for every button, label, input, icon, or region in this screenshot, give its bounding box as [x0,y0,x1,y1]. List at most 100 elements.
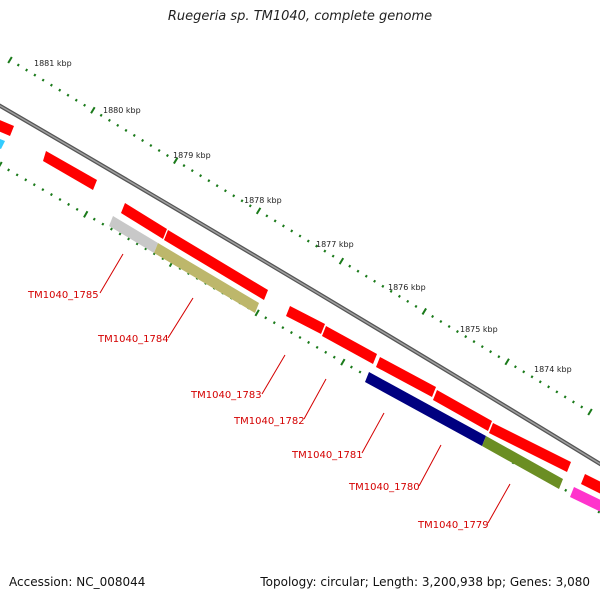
gene-label-1782[interactable]: TM1040_1782 [233,416,305,427]
gene-forward-10[interactable] [581,474,600,494]
inner-tick [307,340,311,344]
label-leaders [99,253,511,524]
scale-tick [406,299,410,303]
scale-tick [381,284,385,288]
scale-tick [455,329,459,334]
gene-forward-5[interactable] [286,306,325,334]
inner-tick [7,168,11,172]
inner-tick [0,161,3,168]
gene-forward-1[interactable] [0,118,14,136]
scale-tick [66,93,70,97]
scale-tick [207,179,211,183]
inner-tick [340,358,346,366]
inner-tick [109,227,113,231]
gene-labels: TM1040_1785 TM1040_1784 TM1040_1783 TM10… [27,290,489,531]
inner-tick [264,316,268,320]
gene-label-1783[interactable]: TM1040_1783 [190,390,262,401]
scale-tick [364,274,368,278]
inner-tick [24,178,28,182]
inner-tick [32,183,36,187]
scale-tick [255,207,262,215]
scale-label: 1881 kbp [34,59,72,68]
scale-tick [74,98,78,102]
scale-tick [83,103,87,107]
inner-tick [83,210,89,218]
scale-tick [489,350,493,354]
scale-tick [563,395,567,399]
gene-label-1785[interactable]: TM1040_1785 [27,290,99,301]
scale-tick [323,249,327,253]
scale-tick [439,319,443,324]
gene-label-1781[interactable]: TM1040_1781 [291,450,363,461]
scale-label: 1879 kbp [173,151,211,160]
inner-tick [118,232,122,236]
forward-genes [0,118,600,494]
gene-magenta[interactable] [570,487,600,512]
scale-tick [472,340,476,344]
gene-forward-7[interactable] [376,357,436,397]
scale-tick [173,157,179,165]
scale-tick [414,304,418,308]
scale-tick [522,370,526,374]
scale-label: 1876 kbp [388,283,426,292]
gene-forward-6[interactable] [322,326,377,364]
gene-label-1779[interactable]: TM1040_1779 [417,520,489,531]
accession-text: Accession: NC_008044 [9,575,146,589]
gene-forward-4[interactable] [164,230,268,300]
inner-tick [92,217,96,221]
scale-tick [132,133,136,137]
gene-forward-2[interactable] [43,151,97,190]
scale-tick [530,375,534,379]
scale-tick [116,123,120,127]
scale-tick [513,365,517,369]
inner-tick [298,335,302,340]
gene-forward-8[interactable] [433,390,492,431]
inner-tick [564,488,568,492]
inner-tick [289,331,293,335]
scale-tick [149,143,153,148]
genome-summary-text: Topology: circular; Length: 3,200,938 bp… [260,575,590,589]
gene-label-1784[interactable]: TM1040_1784 [97,334,169,345]
gene-forward-3[interactable] [121,203,167,239]
scale-tick [232,194,236,198]
scale-label: 1875 kbp [460,325,498,334]
scale-tick [33,73,37,77]
gene-1785[interactable] [109,216,158,253]
scale-tick [281,224,285,228]
inner-tick [41,188,45,192]
scale-tick [315,244,319,248]
inner-tick [272,321,276,325]
scale-tick [199,174,203,178]
inner-tick [332,355,336,359]
map-title: Ruegeria sp. TM1040, complete genome [167,9,433,24]
scale-tick [157,148,161,153]
scale-tick [25,68,29,72]
scale-tick [240,199,244,203]
gene-1781[interactable] [365,372,486,446]
gene-1784[interactable] [154,243,259,313]
gene-forward-9[interactable] [489,423,571,472]
scale-tick [99,113,103,117]
gene-label-1780[interactable]: TM1040_1780 [348,482,420,493]
scale-tick [338,257,345,265]
scale-tick [504,358,510,366]
scale-tick [538,380,542,384]
scale-tick [90,106,96,114]
inner-tick [101,222,105,226]
inner-tick [358,370,362,374]
inner-tick [67,202,71,206]
inner-tick [15,173,19,177]
scale-tick [248,204,252,208]
scale-tick [215,184,219,188]
scale-tick [107,118,111,122]
scale-tick [373,279,377,283]
gene-cyan[interactable] [0,137,5,149]
scale-label: 1874 kbp [534,365,572,374]
gene-1780[interactable] [482,436,563,489]
scale-tick [580,405,584,409]
scale-tick [265,214,269,218]
scale-tick [141,138,145,143]
scale-tick [290,229,294,233]
